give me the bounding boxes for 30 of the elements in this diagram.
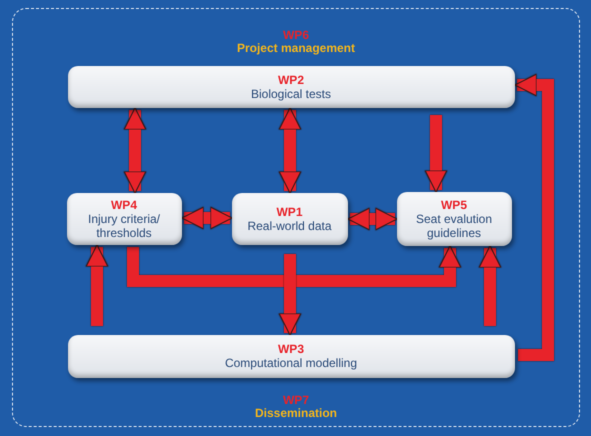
work-package-number: WP3 xyxy=(278,342,304,356)
arrow xyxy=(124,107,146,194)
arrow xyxy=(424,115,448,193)
dashed-boundary xyxy=(12,8,580,427)
work-package-title: Computational modelling xyxy=(224,356,358,370)
arrow xyxy=(514,74,554,361)
arrow xyxy=(86,244,108,326)
work-package-title: Injury criteria/ thresholds xyxy=(86,212,162,240)
arrow xyxy=(278,107,302,194)
work-package-number: WP4 xyxy=(110,198,137,212)
arrow xyxy=(278,254,302,336)
work-package-number: WP7 xyxy=(282,394,310,407)
work-package-title: Real-world data xyxy=(247,218,332,232)
work-package-number: WP6 xyxy=(282,29,310,42)
work-package-box xyxy=(66,192,182,244)
work-package-title: Seat evalution guidelines xyxy=(414,212,494,240)
arrow xyxy=(347,208,398,230)
work-package-box xyxy=(396,192,512,246)
work-package-title: Dissemination xyxy=(254,407,338,420)
arrow xyxy=(127,245,462,287)
work-package-number: WP5 xyxy=(440,198,467,212)
work-package-number: WP1 xyxy=(276,204,302,218)
work-package-title: Biological tests xyxy=(250,86,332,100)
arrow xyxy=(181,206,233,230)
work-package-box xyxy=(232,192,348,244)
arrow xyxy=(478,245,502,326)
work-package-title: Project management xyxy=(236,42,356,55)
work-package-number: WP2 xyxy=(278,72,304,86)
work-package-box xyxy=(68,66,514,108)
work-package-box xyxy=(68,334,514,378)
